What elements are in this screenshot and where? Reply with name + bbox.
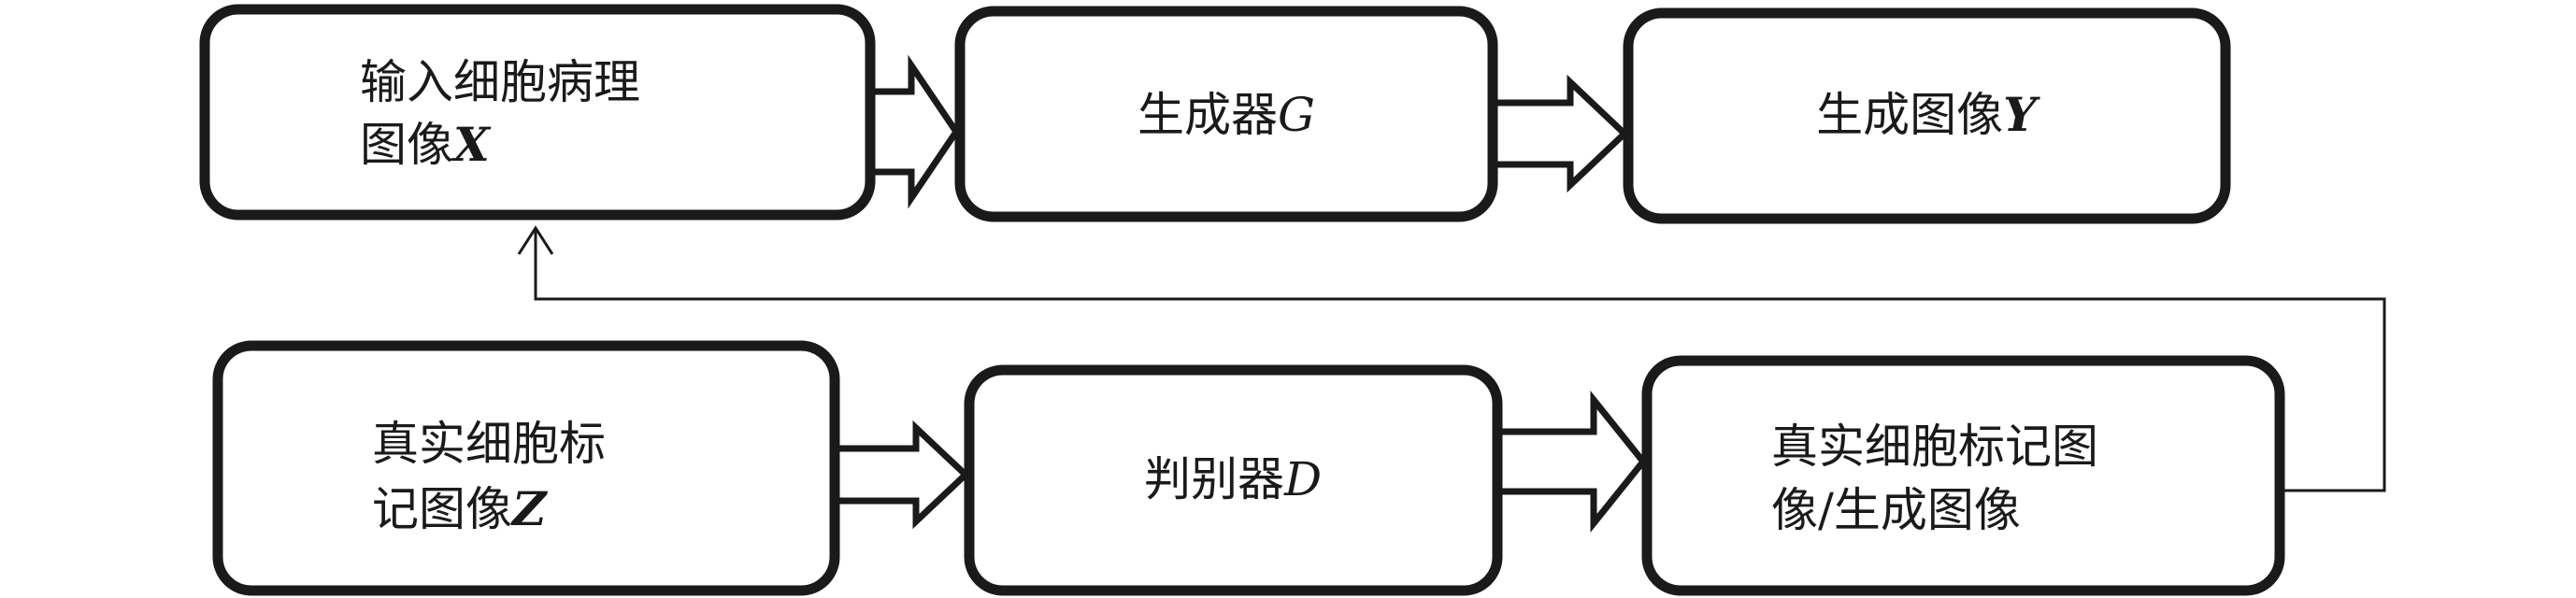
node-discriminator-var: D — [1283, 452, 1322, 506]
node-real-label-image-line2: 记图像Z — [372, 481, 549, 536]
arrow-generator-to-output — [1491, 74, 1630, 193]
node-input-image-line1: 输入细胞病理 — [360, 55, 640, 109]
node-real-or-generated-line2: 像/生成图像 — [1771, 483, 2021, 537]
node-input-image: 输入细胞病理 图像X — [199, 4, 876, 221]
node-input-image-box — [199, 4, 876, 221]
arrow-discriminator-to-result — [1496, 391, 1648, 533]
feedback-arrow — [517, 225, 2386, 492]
node-real-label-image-line2-prefix: 记图像 — [372, 482, 512, 536]
node-generated-image-label: 生成图像Y — [1816, 87, 2040, 142]
node-discriminator-prefix: 判别器 — [1144, 452, 1284, 506]
node-real-or-generated-box — [1641, 355, 2285, 596]
node-generator: 生成器G — [954, 6, 1498, 222]
node-real-or-generated: 真实细胞标记图 像/生成图像 — [1641, 355, 2285, 596]
node-input-image-line2: 图像X — [360, 117, 492, 172]
node-generated-image-var: Y — [2003, 87, 2040, 142]
node-input-image-line2-prefix: 图像 — [360, 118, 453, 172]
feedback-arrow-head — [517, 225, 554, 255]
node-discriminator: 判别器D — [964, 364, 1503, 596]
node-real-label-image-var: Z — [510, 481, 549, 536]
feedback-arrow-line — [534, 228, 2386, 492]
arrow-input-to-generator-shape — [868, 54, 961, 209]
node-generated-image-box — [1623, 7, 2231, 224]
node-input-image-var: X — [451, 117, 492, 172]
arrow-input-to-generator — [868, 54, 961, 209]
arrow-discriminator-to-result-shape — [1496, 391, 1648, 533]
node-generator-prefix: 生成器 — [1138, 88, 1278, 142]
node-real-label-image-line1: 真实细胞标 — [372, 417, 606, 471]
node-generated-image: 生成图像Y — [1623, 7, 2231, 224]
node-discriminator-label: 判别器D — [1144, 452, 1322, 506]
node-real-label-image: 真实细胞标 记图像Z — [212, 340, 840, 596]
arrow-real-to-discriminator — [833, 420, 971, 530]
arrow-generator-to-output-shape — [1491, 74, 1630, 193]
node-generated-image-prefix: 生成图像 — [1816, 88, 2003, 142]
node-generator-var: G — [1278, 88, 1315, 142]
arrow-real-to-discriminator-shape — [833, 420, 971, 530]
node-real-or-generated-line1: 真实细胞标记图 — [1771, 420, 2098, 474]
node-generator-label: 生成器G — [1138, 88, 1315, 142]
